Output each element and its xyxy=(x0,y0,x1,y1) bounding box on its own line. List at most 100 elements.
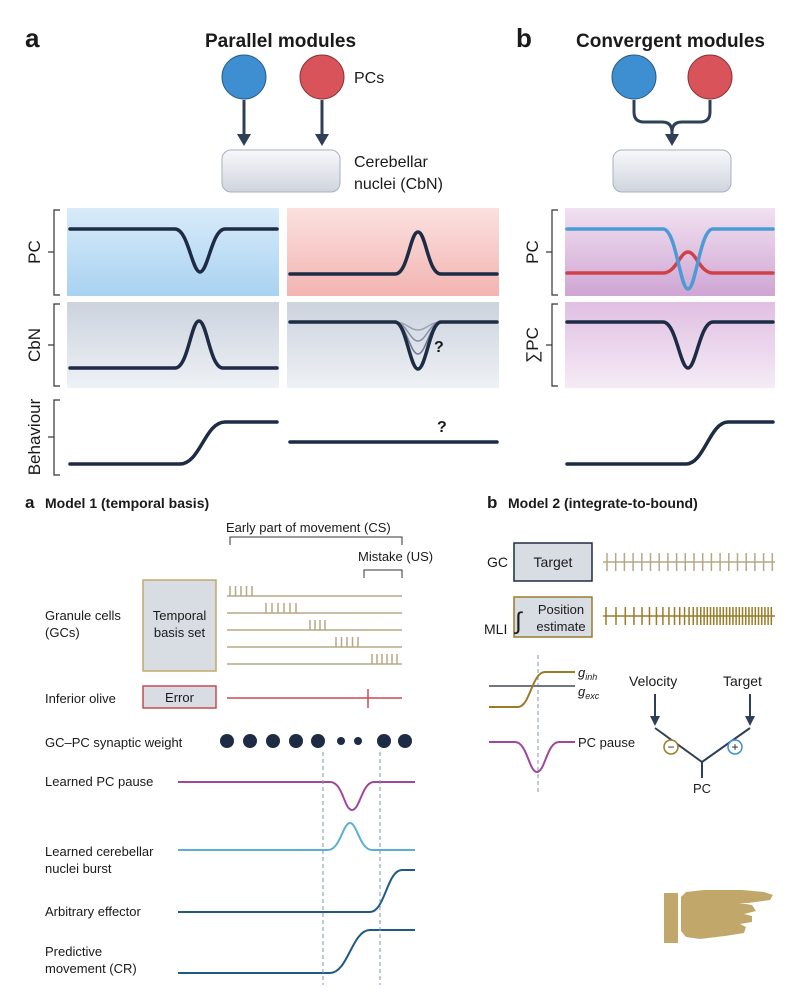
gc-spike-ticks xyxy=(229,586,398,664)
gc-regular-spike-ticks xyxy=(606,553,774,571)
row-brackets-right xyxy=(546,209,558,387)
mistake-label: Mistake (US) xyxy=(358,549,433,564)
velocity-label: Velocity xyxy=(629,673,677,689)
row-label-pc-convergent: PC xyxy=(523,240,542,264)
temporal-basis-label-1: Temporal xyxy=(153,608,207,623)
position-estimate-box xyxy=(513,596,593,638)
panel-a-title: Parallel modules xyxy=(205,31,356,52)
inferior-olive-label: Inferior olive xyxy=(45,691,116,706)
nuclei-label-line1: Cerebellar xyxy=(354,154,428,171)
model1-letter: a xyxy=(25,493,35,512)
mli-accelerating-spike-ticks xyxy=(605,607,773,625)
cs-bracket xyxy=(229,536,403,545)
learned-nuclei-burst-trace xyxy=(178,821,415,851)
cerebellar-nuclei-box xyxy=(221,149,341,193)
position-estimate-label-1: Position xyxy=(538,602,584,617)
pc-trace-blue-pause xyxy=(68,227,279,274)
cbn-trace-uncertain-1 xyxy=(289,321,498,331)
velocity-target-arrows xyxy=(654,694,751,778)
g-inh-trace xyxy=(489,671,575,708)
target-box xyxy=(513,542,593,582)
minus-sign: − xyxy=(667,740,674,754)
predictive-movement-trace xyxy=(178,929,415,974)
pc-trace-panel-blue xyxy=(67,208,279,296)
target-arrowhead xyxy=(745,716,755,726)
panel-b-title: Convergent modules xyxy=(576,31,765,52)
temporal-basis-label-2: basis set xyxy=(154,625,206,640)
temporal-basis-box xyxy=(142,579,217,672)
question-mark-cbn: ? xyxy=(434,339,444,356)
row-label-behaviour: Behaviour xyxy=(25,398,44,475)
pc-pause-label: PC pause xyxy=(578,735,635,750)
row-brackets-left xyxy=(48,209,60,476)
plus-sign: + xyxy=(731,740,738,754)
cbn-trace-panel-right xyxy=(287,302,499,388)
error-box-label: Error xyxy=(165,690,195,705)
gc-label: GC xyxy=(487,554,508,570)
arbitrary-effector-label: Arbitrary effector xyxy=(45,904,142,919)
target-box-label: Target xyxy=(534,554,573,570)
minus-circle xyxy=(663,739,679,755)
row-label-cbn: CbN xyxy=(25,328,44,362)
pointing-hand-icon xyxy=(664,890,773,943)
model2-title: Model 2 (integrate-to-bound) xyxy=(508,495,698,511)
pc-label-model2: PC xyxy=(693,781,711,796)
model1-title: Model 1 (temporal basis) xyxy=(45,495,209,511)
pc-trace-red-burst xyxy=(288,230,499,276)
convergent-pc-trace-red xyxy=(565,250,775,275)
arrowhead-left-1 xyxy=(237,134,251,146)
target-label: Target xyxy=(723,673,762,689)
mli-label: MLI xyxy=(484,621,507,637)
cbn-trace-panel-left xyxy=(67,302,279,388)
integral-symbol: ∫ xyxy=(513,608,523,635)
pc-circle-blue-convergent xyxy=(611,54,657,100)
predictive-movement-label-1: Predictive xyxy=(45,944,102,959)
pcs-label: PCs xyxy=(354,70,384,87)
nuclei-label-line2: nuclei (CbN) xyxy=(354,176,443,193)
error-box xyxy=(142,685,217,709)
synaptic-weight-label: GC–PC synaptic weight xyxy=(45,735,183,750)
cbn-trace-uncertain-main xyxy=(288,320,499,371)
pc-circle-red-convergent xyxy=(687,54,733,100)
early-movement-label: Early part of movement (CS) xyxy=(226,520,391,535)
sum-pc-trace-panel xyxy=(565,302,775,388)
behaviour-trace-convergent xyxy=(565,420,775,466)
g-exc-label: gexc xyxy=(578,684,600,701)
pc-trace-panel-convergent xyxy=(565,208,775,296)
us-bracket xyxy=(363,569,403,578)
position-estimate-label-2: estimate xyxy=(536,619,585,634)
synaptic-weight-dots xyxy=(220,734,412,748)
granule-cells-label-1: Granule cells xyxy=(45,608,121,623)
panel-b-letter: b xyxy=(516,23,532,53)
cbn-trace-burst xyxy=(68,319,279,370)
question-mark-behaviour: ? xyxy=(437,419,447,436)
arrowhead-convergent xyxy=(665,134,679,146)
pc-circle-red xyxy=(299,54,345,100)
plus-circle xyxy=(727,739,743,755)
predictive-movement-label-2: movement (CR) xyxy=(45,961,137,976)
learned-pc-pause-trace xyxy=(178,781,415,812)
arbitrary-effector-trace xyxy=(178,869,415,913)
arrow-blue-to-nuclei xyxy=(242,100,324,138)
row-label-sum-pc: ∑PC xyxy=(523,327,542,363)
sum-pc-trace xyxy=(565,320,775,370)
cerebellar-nuclei-box-convergent xyxy=(612,149,732,193)
granule-cells-label-2: (GCs) xyxy=(45,625,80,640)
learned-nuclei-label-2: nuclei burst xyxy=(45,861,112,876)
learned-nuclei-label-1: Learned cerebellar xyxy=(45,844,154,859)
g-inh-label: ginh xyxy=(578,665,597,682)
arrowhead-left-2 xyxy=(315,134,329,146)
model2-letter: b xyxy=(487,493,497,512)
pc-pause-trace-model2 xyxy=(489,741,575,774)
converging-arrow xyxy=(632,100,712,138)
row-label-pc: PC xyxy=(25,240,44,264)
time-marker-dashed-lines xyxy=(322,752,381,985)
behaviour-trace-left xyxy=(68,420,279,466)
convergent-pc-trace-blue xyxy=(565,227,775,291)
pc-trace-panel-red xyxy=(287,208,499,296)
panel-a-letter: a xyxy=(25,23,40,53)
pc-circle-blue xyxy=(221,54,267,100)
learned-pc-pause-label: Learned PC pause xyxy=(45,774,153,789)
velocity-arrowhead xyxy=(650,716,660,726)
